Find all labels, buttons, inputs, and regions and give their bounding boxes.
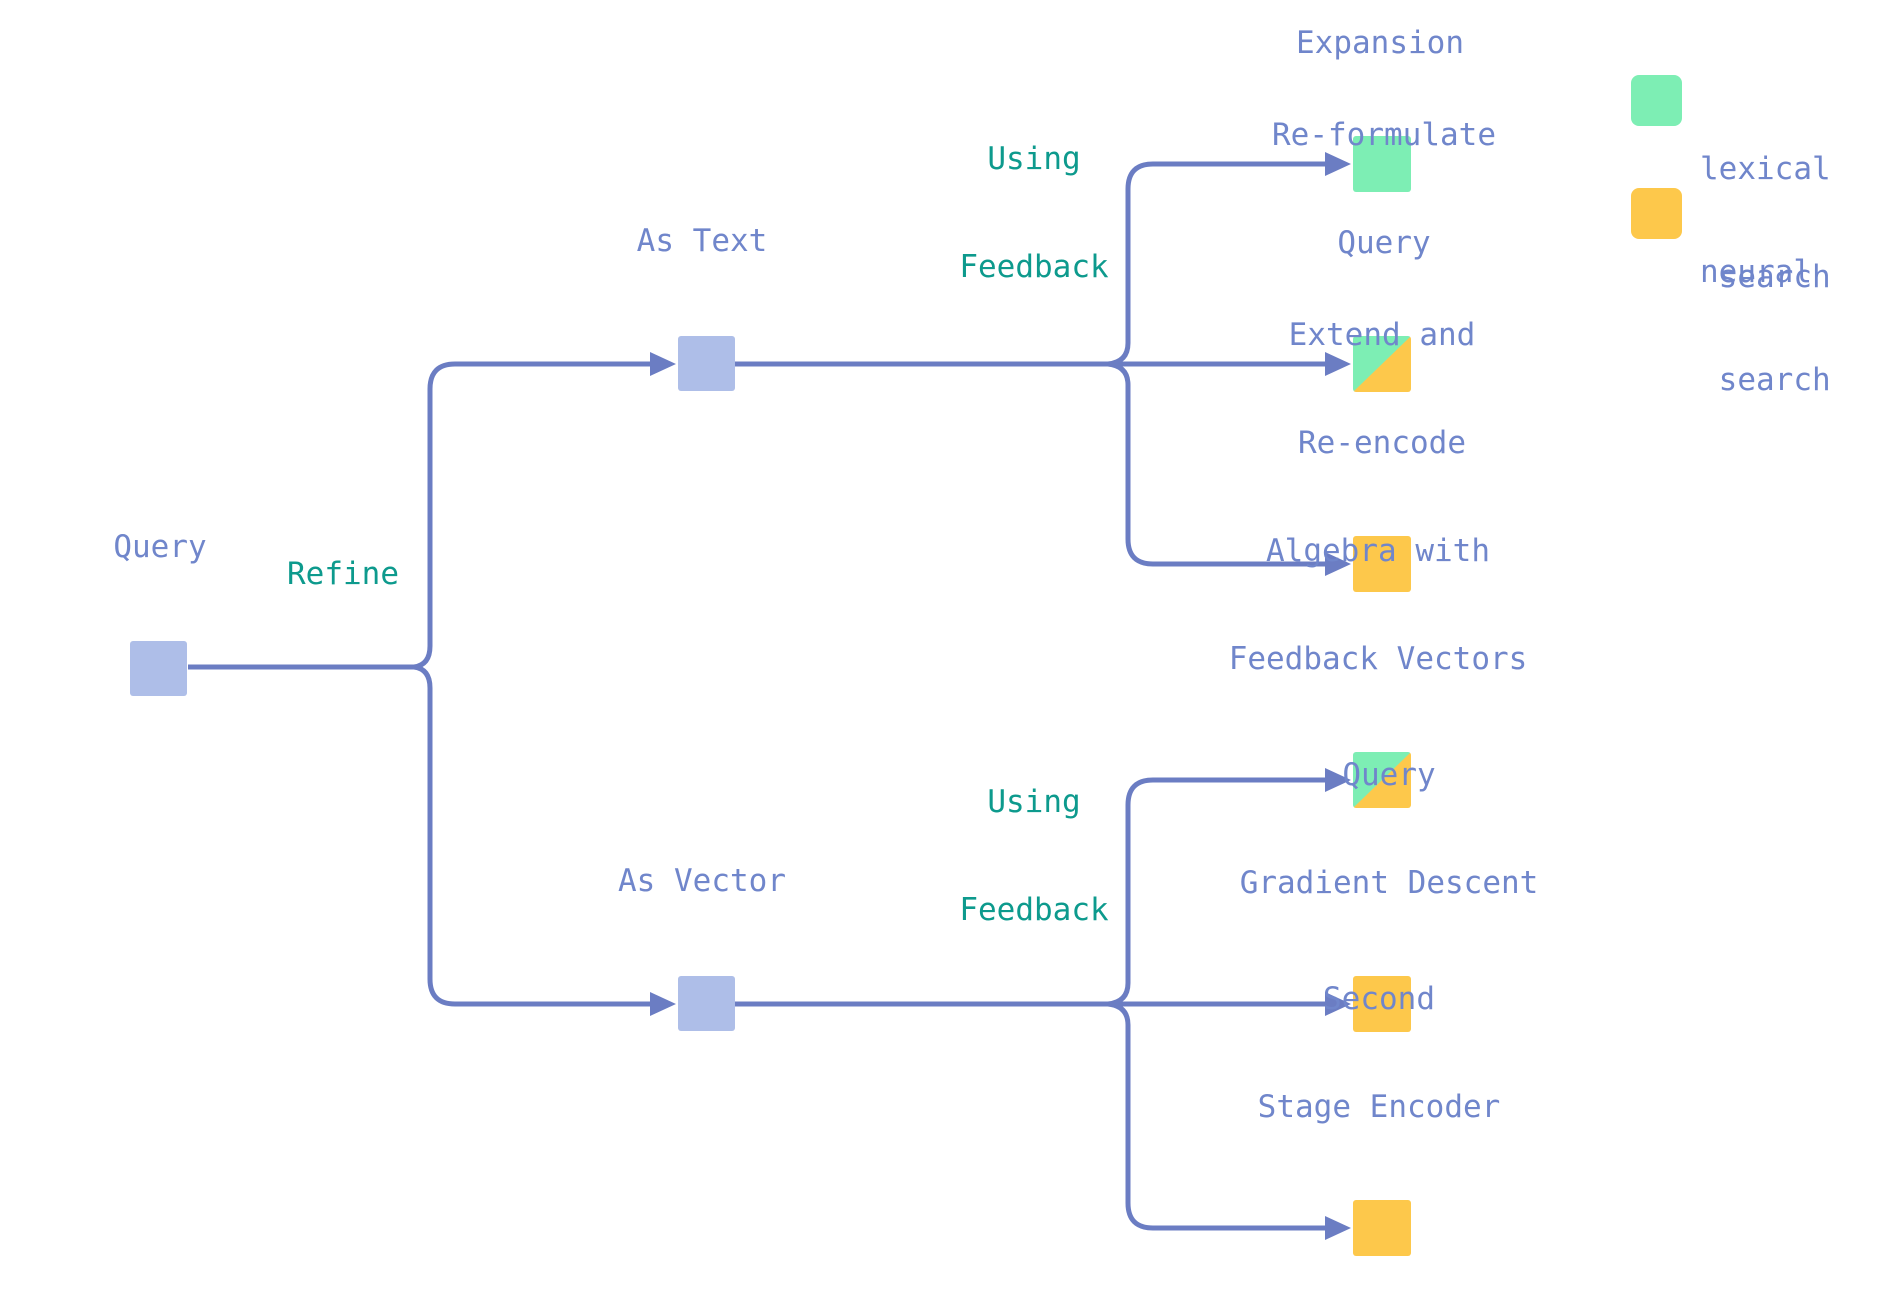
edge-to-as-vector	[413, 664, 656, 1007]
query-node	[130, 641, 187, 696]
query-node-label: Query	[113, 457, 206, 637]
legend-neural-swatch	[1631, 188, 1682, 239]
using-feedback-text-edge-label: Using Feedback	[959, 69, 1108, 357]
label-line: Feedback Vectors	[1228, 641, 1528, 677]
label-line: Stage Encoder	[1257, 1089, 1501, 1125]
legend-lexical-label: lexical search	[1700, 79, 1831, 367]
label-line: Algebra with	[1266, 533, 1490, 569]
label-line: Re-encode	[1298, 425, 1466, 461]
arrowhead	[1325, 352, 1351, 376]
edge-paths	[188, 161, 1329, 1231]
label-line: Gradient Descent	[1239, 865, 1539, 901]
label-line: Re-formulate	[1272, 117, 1496, 153]
query-gradient-descent-node	[1353, 976, 1411, 1032]
label-line: Second	[1323, 981, 1435, 1017]
label-line: Using	[987, 141, 1081, 177]
edge-text-to-extend-reencode	[1107, 361, 1329, 567]
label-line: Using	[987, 784, 1081, 820]
extend-reencode-node	[1353, 536, 1411, 592]
label-line: search	[1700, 362, 1831, 398]
arrowhead	[1325, 552, 1351, 576]
algebra-feedback-vectors-label: Algebra with Feedback Vectors	[1229, 461, 1528, 749]
query-term-expansion-label: Query Term Expansion	[1287, 0, 1474, 133]
arrowhead	[1325, 1216, 1351, 1240]
arrowheads	[650, 152, 1351, 1240]
second-stage-encoder-label: Second Stage Encoder	[1258, 909, 1501, 1197]
edge-to-as-text	[413, 361, 656, 670]
edge-vector-to-second-stage	[1107, 1001, 1329, 1231]
label-line: search	[1700, 259, 1831, 295]
as-vector-node-label: As Vector	[618, 791, 786, 971]
legend-lexical-swatch	[1631, 75, 1682, 126]
edge-vector-to-algebra	[1107, 777, 1329, 1007]
algebra-feedback-vectors-node	[1353, 752, 1411, 808]
edge-text-to-query-term-expansion	[1107, 161, 1329, 367]
label-line: Query	[1342, 757, 1436, 793]
using-feedback-vector-edge-label: Using Feedback	[959, 712, 1108, 1000]
extend-reencode-label: Extend and Re-encode	[1289, 245, 1476, 533]
arrowhead	[1325, 152, 1351, 176]
label-line: Query	[113, 529, 207, 565]
reformulate-query-label: Re-formulate Query	[1272, 45, 1496, 333]
reformulate-query-node	[1353, 336, 1411, 392]
arrowhead	[650, 352, 676, 376]
arrowhead	[1325, 768, 1351, 792]
label-line: lexical	[1700, 151, 1831, 187]
label-line: neural	[1700, 254, 1812, 290]
second-stage-encoder-node	[1353, 1200, 1411, 1256]
label-line: As Text	[636, 223, 768, 259]
legend-neural-label: neural search	[1700, 182, 1831, 470]
label-line: Feedback	[959, 892, 1109, 928]
refine-edge-label: Refine	[287, 484, 399, 664]
arrowhead	[1325, 992, 1351, 1016]
label-line: Refine	[287, 556, 399, 592]
as-vector-node	[678, 976, 735, 1031]
label-line: As Vector	[618, 863, 786, 899]
label-line: Query	[1337, 225, 1431, 261]
as-text-node-label: As Text	[637, 151, 768, 331]
label-line: Feedback	[959, 249, 1109, 285]
query-gradient-descent-label: Query Gradient Descent	[1240, 685, 1539, 973]
query-term-expansion-node	[1353, 136, 1411, 192]
label-line: Extend and	[1288, 317, 1476, 353]
as-text-node	[678, 336, 735, 391]
arrowhead	[650, 992, 676, 1016]
label-line: Expansion	[1296, 25, 1464, 61]
